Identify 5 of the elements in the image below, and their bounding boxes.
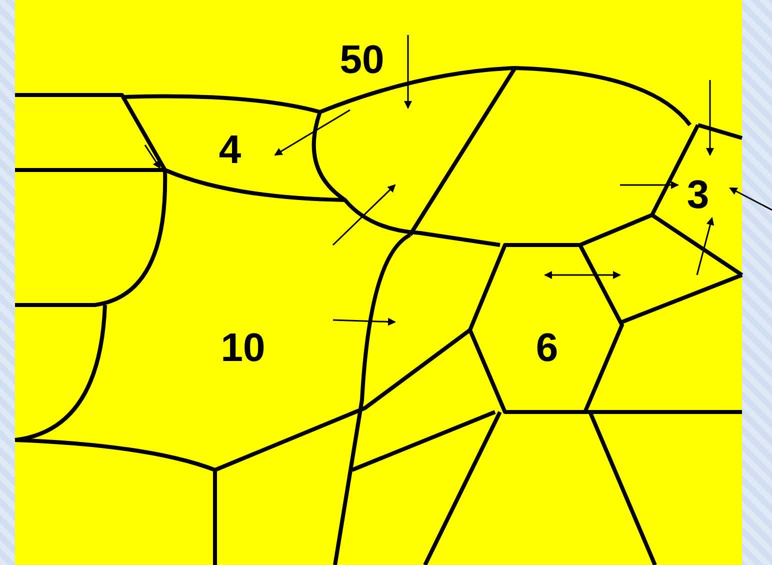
grain-number: 6 [536, 328, 558, 368]
grain-number: 4 [218, 130, 242, 170]
grain-number: 50 [340, 40, 384, 80]
grain-number: 10 [220, 328, 266, 368]
grain-number: 3 [686, 175, 710, 215]
